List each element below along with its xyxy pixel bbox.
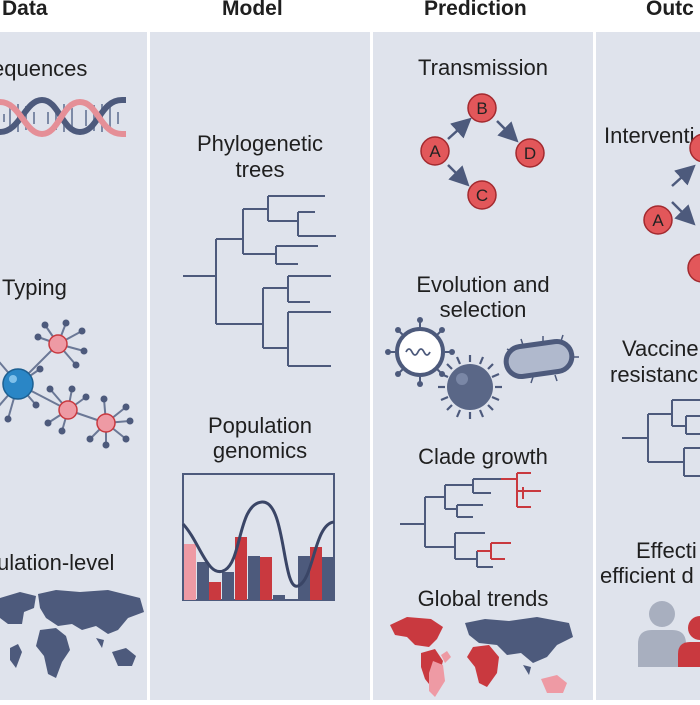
popgen-trend-line: [181, 500, 335, 588]
svg-text:A: A: [652, 211, 664, 230]
clade-growth-tree-icon: [400, 472, 541, 568]
label-genomics: genomics: [212, 438, 308, 463]
transmission-graph: A B C D: [420, 93, 545, 210]
data-panel: equences Typing: [0, 32, 147, 700]
node-c: C: [467, 180, 497, 210]
label-selection: selection: [439, 297, 527, 322]
label-resistance: resistanc: [610, 362, 699, 387]
dna-helix-icon: [0, 96, 126, 138]
node-b: B: [467, 93, 497, 123]
world-map-icon: [0, 590, 144, 678]
popgen-bar: [248, 556, 260, 600]
person-grey-icon: [638, 601, 686, 667]
label-clade-growth: Clade growth: [418, 444, 548, 469]
prediction-panel: Transmission A B C D Evolution: [373, 32, 593, 700]
svg-text:C: C: [476, 186, 488, 205]
outcomes-panel: Interventi A Vaccine resistanc Effecti e…: [596, 32, 700, 700]
label-sequences: equences: [0, 56, 88, 81]
spiky-virus-icon: [438, 355, 502, 419]
global-trends-map-icon: [390, 617, 573, 697]
label-interventions: Interventi: [604, 123, 695, 148]
svg-text:B: B: [476, 99, 487, 118]
popgen-bar: [197, 562, 209, 600]
label-population: Population: [208, 413, 312, 438]
node-d: D: [515, 138, 545, 168]
label-typing: Typing: [2, 275, 67, 300]
header-prediction: Prediction: [424, 0, 527, 20]
label-population-level: ulation-level: [0, 550, 115, 575]
vaccine-resistance-tree-icon: [622, 399, 700, 477]
label-effective: Effecti: [636, 538, 697, 563]
label-phylogenetic: Phylogenetic: [197, 131, 323, 156]
node-a: A: [420, 136, 450, 166]
header-outcomes: Outc: [646, 0, 694, 20]
label-efficient: efficient d: [600, 563, 694, 588]
header-data: Data: [2, 0, 48, 20]
model-panel: Phylogenetic trees Population genomics: [150, 32, 370, 700]
popgen-bar: [322, 557, 334, 600]
popgen-bar: [260, 557, 272, 600]
interventions-graph: A: [643, 133, 700, 283]
header-bar: Data Model Prediction Outc: [0, 0, 700, 30]
phylogenetic-tree-icon: [183, 195, 336, 367]
label-transmission: Transmission: [418, 55, 548, 80]
popgen-bar: [273, 595, 285, 600]
label-evolution-and: Evolution and: [416, 272, 550, 297]
popgen-bar: [310, 547, 322, 600]
svg-text:D: D: [524, 144, 536, 163]
popgen-bar: [222, 572, 234, 600]
popgen-bar: [184, 544, 196, 600]
population-genomics-chart: [181, 473, 335, 601]
bacterium-icon: [503, 334, 579, 384]
person-red-icon: [678, 616, 700, 667]
svg-text:A: A: [429, 142, 441, 161]
virus-cell-icon: [385, 317, 455, 387]
popgen-bar: [209, 582, 221, 600]
label-vaccine: Vaccine: [622, 336, 699, 361]
people-icon: [638, 601, 700, 667]
popgen-bar: [235, 537, 247, 600]
pathogens-icon: [385, 317, 579, 419]
label-global-trends: Global trends: [417, 586, 549, 611]
outcome-node-a: A: [643, 205, 673, 235]
typing-network-icon: [0, 319, 134, 449]
label-trees: trees: [235, 157, 285, 182]
header-model: Model: [222, 0, 283, 20]
